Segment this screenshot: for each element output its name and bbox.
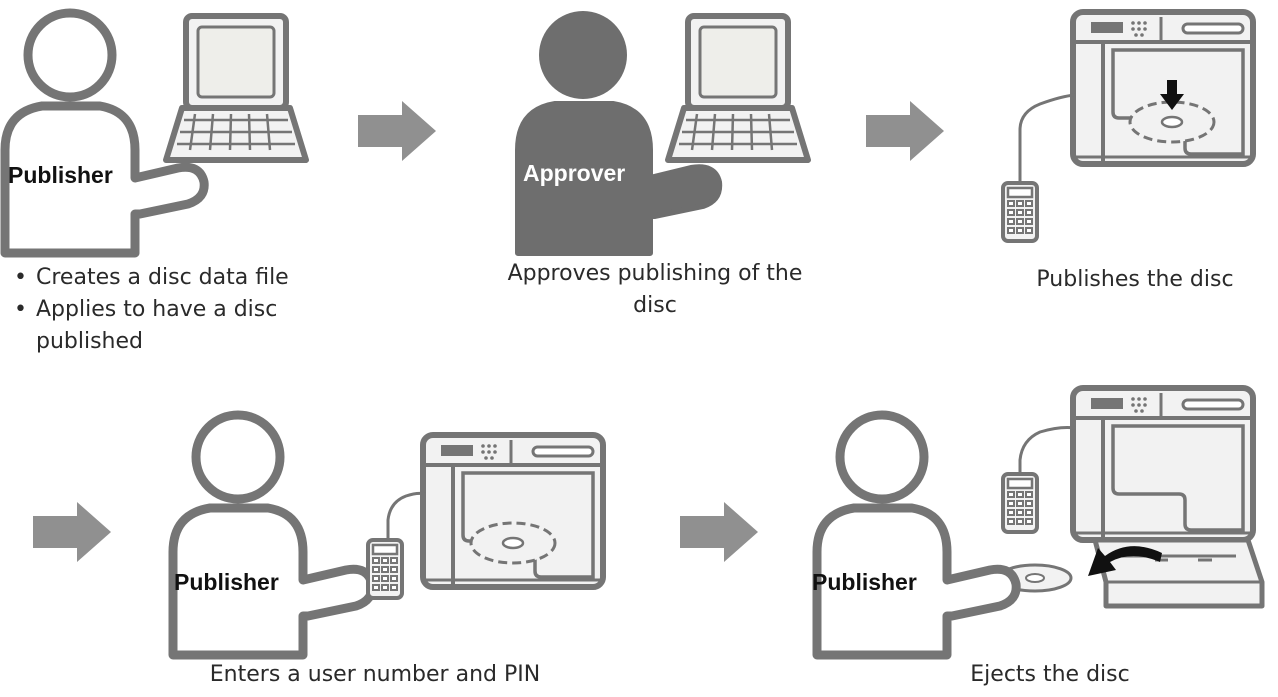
laptop-icon bbox=[668, 16, 808, 160]
flow-arrow-icon bbox=[680, 502, 758, 562]
step5-caption: Ejects the disc bbox=[970, 662, 1130, 687]
keypad-icon bbox=[366, 538, 404, 600]
flow-arrow-icon bbox=[33, 502, 111, 562]
publisher-role-label: Publisher bbox=[174, 569, 279, 595]
disc-publisher-icon bbox=[1073, 388, 1253, 540]
step1-bullet: Creates a disc data file bbox=[8, 262, 366, 294]
step1-bullet: Applies to have a disc published bbox=[8, 294, 366, 358]
publisher-role-label: Publisher bbox=[812, 569, 917, 595]
step2-group: Approver bbox=[518, 11, 808, 253]
approver-role-label: Approver bbox=[523, 160, 625, 186]
flow-arrow-icon bbox=[866, 101, 944, 161]
laptop-icon bbox=[166, 16, 306, 160]
eject-arrow-icon bbox=[1088, 546, 1162, 576]
step2-caption: Approves publishing of the disc bbox=[507, 261, 803, 318]
step5-group: Publisher bbox=[812, 388, 1265, 655]
disc-icon bbox=[469, 521, 557, 565]
keypad-icon bbox=[1001, 472, 1039, 534]
disc-icon bbox=[1128, 100, 1216, 144]
step4-caption: Enters a user number and PIN bbox=[209, 662, 541, 687]
keypad-icon bbox=[1001, 181, 1039, 243]
step1-group: Publisher bbox=[5, 13, 306, 253]
down-arrow-icon bbox=[1160, 80, 1184, 110]
step3-caption: Publishes the disc bbox=[1036, 267, 1234, 292]
step1-bullets: Creates a disc data file Applies to have… bbox=[8, 262, 366, 358]
publisher-role-label: Publisher bbox=[8, 162, 113, 188]
person-outline-icon bbox=[817, 415, 1016, 655]
person-outline-icon bbox=[173, 415, 372, 655]
step3-group bbox=[1001, 12, 1253, 243]
flow-arrow-icon bbox=[358, 101, 436, 161]
step4-group: Publisher bbox=[173, 415, 603, 655]
